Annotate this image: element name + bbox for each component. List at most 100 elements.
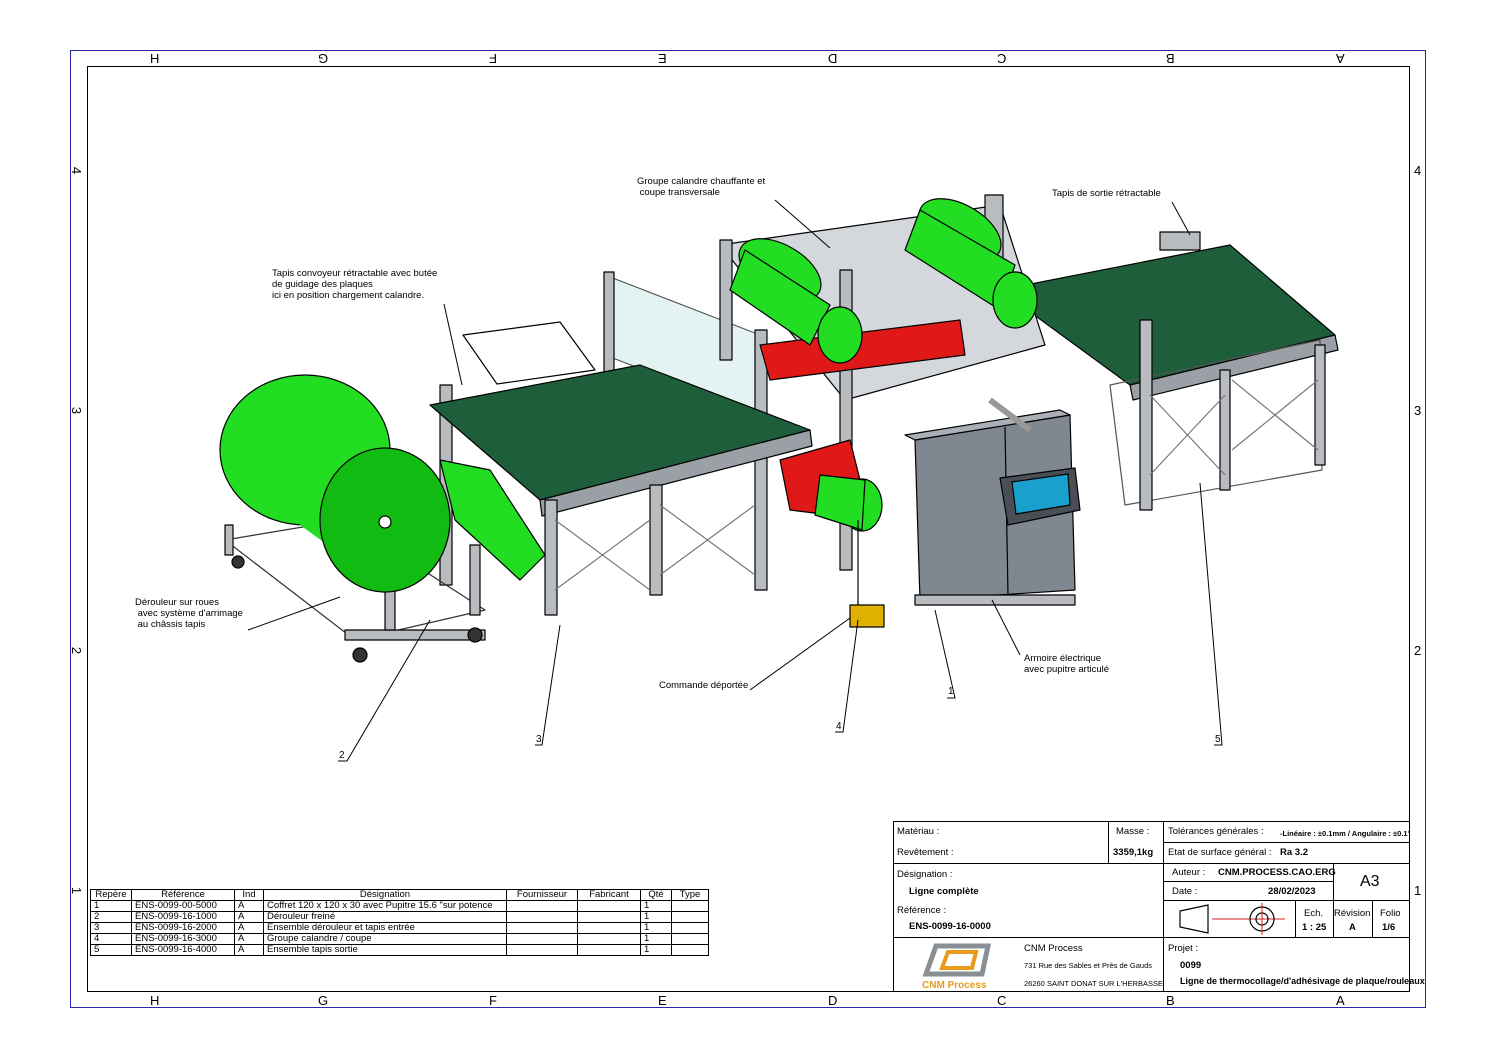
electrical-cabinet — [904, 397, 1081, 606]
label-tapis-sortie: Tapis de sortie rétractable — [1052, 188, 1161, 199]
revetement-label: Revêtement : — [897, 847, 954, 858]
zone-bottom-d: D — [828, 993, 838, 1008]
zone-right-1: 1 — [1414, 883, 1422, 898]
bom-cell: 1 — [90, 900, 132, 912]
bom-cell: A — [234, 933, 264, 945]
designation-value: Ligne complète — [909, 886, 979, 897]
bom-cell: A — [234, 911, 264, 923]
bom-cell: Ensemble dérouleur et tapis entrée — [263, 922, 507, 934]
bom-cell: 1 — [640, 922, 672, 934]
bom-cell — [671, 922, 709, 934]
zone-bottom-c: C — [997, 993, 1007, 1008]
ech-value: 1 : 25 — [1302, 922, 1327, 933]
company-name: CNM Process — [1024, 943, 1083, 954]
bom-cell — [506, 900, 578, 912]
bom-cell — [671, 944, 709, 956]
zone-bottom-a: A — [1336, 993, 1345, 1008]
reference-label: Référence : — [897, 905, 947, 916]
item-number-4: 4 — [836, 721, 842, 732]
projet-title: Ligne de thermocollage/d'adhésivage de p… — [1180, 976, 1425, 986]
bom-header-row: Repère Référence Ind Désignation Fournis… — [90, 889, 709, 901]
masse-label: Masse : — [1116, 826, 1150, 837]
bom-cell: ENS-0099-00-5000 — [131, 900, 235, 912]
tolerances-value: -Linéaire : ±0.1mm / Angulaire : ±0.1° — [1280, 829, 1411, 838]
bom-header-fournisseur: Fournisseur — [506, 889, 578, 901]
bom-cell: Groupe calandre / coupe — [263, 933, 507, 945]
projet-label: Projet : — [1168, 943, 1199, 954]
zone-right-4: 4 — [1414, 163, 1422, 178]
label-calandre: Groupe calandre chauffante et coupe tran… — [637, 176, 766, 198]
revision-value: A — [1349, 922, 1356, 933]
item-number-2: 2 — [339, 750, 345, 761]
bom-row: 1 ENS-0099-00-5000 A Coffret 120 x 120 x… — [90, 900, 709, 912]
materiau-label: Matériau : — [897, 826, 940, 837]
bom-cell: 1 — [640, 911, 672, 923]
bom-cell: 1 — [640, 944, 672, 956]
calender-group — [719, 194, 1046, 571]
bom-cell: A — [234, 922, 264, 934]
exit-conveyor — [999, 231, 1339, 511]
label-commande: Commande déportée — [659, 680, 749, 691]
entry-conveyor — [429, 364, 813, 616]
bom-header-reference: Référence — [131, 889, 235, 901]
bom-cell: 1 — [640, 900, 672, 912]
masse-value: 3359,1kg — [1113, 847, 1154, 858]
date-value: 28/02/2023 — [1268, 886, 1316, 897]
bom-cell — [506, 911, 578, 923]
bom-cell — [577, 922, 641, 934]
bom-cell — [506, 933, 578, 945]
projet-value: 0099 — [1180, 960, 1202, 971]
revision-label: Révision — [1334, 908, 1371, 919]
remote-control — [849, 520, 885, 628]
bom-cell: 4 — [90, 933, 132, 945]
bom-cell — [671, 900, 709, 912]
bom-cell: 2 — [90, 911, 132, 923]
zone-right-3: 3 — [1414, 403, 1422, 418]
bom-cell: ENS-0099-16-2000 — [131, 922, 235, 934]
zone-right-2: 2 — [1414, 643, 1422, 658]
item-number-3: 3 — [536, 734, 542, 745]
bom-cell — [671, 911, 709, 923]
bom-cell: Ensemble tapis sortie — [263, 944, 507, 956]
date-label: Date : — [1172, 886, 1198, 897]
item-number-5: 5 — [1215, 734, 1221, 745]
etat-surface-label: Etat de surface général : — [1168, 847, 1272, 858]
logo-text: CNM Process — [922, 980, 987, 991]
folio-value: 1/6 — [1382, 922, 1396, 933]
auteur-label: Auteur : — [1172, 867, 1206, 878]
bom-cell: Dérouleur freiné — [263, 911, 507, 923]
bom-cell — [671, 933, 709, 945]
reference-value: ENS-0099-16-0000 — [909, 921, 991, 932]
sheet-outer-border — [70, 50, 1426, 1008]
zone-bottom-g: G — [318, 993, 329, 1008]
format-value: A3 — [1360, 873, 1380, 890]
folio-label: Folio — [1380, 908, 1401, 919]
bom-cell: 3 — [90, 922, 132, 934]
label-armoire: Armoire électrique avec pupitre articulé — [1024, 653, 1110, 675]
sheet-inner-border — [87, 66, 1410, 992]
zone-bottom-f: F — [489, 993, 497, 1008]
bom-row: 3 ENS-0099-16-2000 A Ensemble dérouleur … — [90, 922, 709, 934]
bom-table: Repère Référence Ind Désignation Fournis… — [90, 889, 709, 956]
etat-surface-value: Ra 3.2 — [1280, 847, 1308, 858]
bom-cell: A — [234, 944, 264, 956]
bom-cell: 1 — [640, 933, 672, 945]
zone-bottom-b: B — [1166, 993, 1175, 1008]
company-address-1: 731 Rue des Sables et Près de Gauds — [1024, 961, 1152, 970]
ech-label: Ech. — [1304, 908, 1324, 919]
unwinder — [219, 374, 546, 663]
cnm-process-logo — [922, 943, 992, 977]
auteur-value: CNM.PROCESS.CAO.ERG — [1218, 867, 1336, 878]
bom-header-designation: Désignation — [263, 889, 507, 901]
tolerances-label: Tolérances générales : — [1168, 826, 1264, 837]
bom-row: 5 ENS-0099-16-4000 A Ensemble tapis sort… — [90, 944, 709, 956]
bom-header-type: Type — [671, 889, 709, 901]
bom-cell: A — [234, 900, 264, 912]
bom-cell: 5 — [90, 944, 132, 956]
bom-header-ind: Ind — [234, 889, 264, 901]
bom-cell: ENS-0099-16-3000 — [131, 933, 235, 945]
zone-bottom-h: H — [150, 993, 160, 1008]
label-tapis-convoyeur: Tapis convoyeur rétractable avec butée d… — [272, 268, 438, 301]
bom-row: 2 ENS-0099-16-1000 A Dérouleur freiné 1 — [90, 911, 709, 923]
